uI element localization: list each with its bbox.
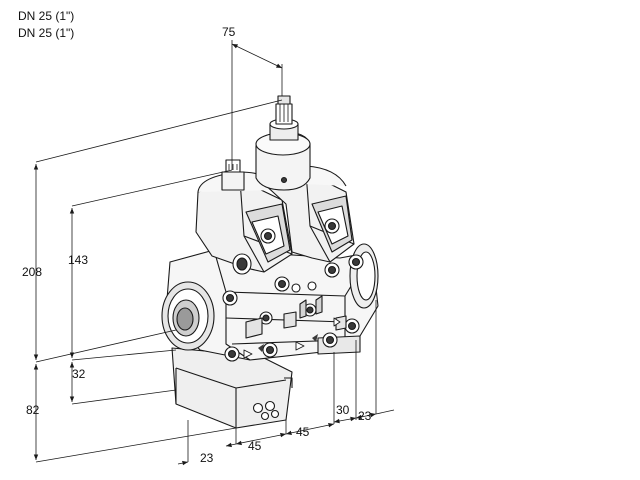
dim-side-depth-label: 30 — [336, 403, 350, 417]
dimension-lines — [33, 40, 395, 466]
dim-upper-height-label: 143 — [68, 253, 88, 267]
dim-side-offset-label: 23 — [358, 409, 372, 423]
fastening-screws — [222, 254, 364, 362]
valve-assembly — [161, 95, 379, 429]
indicator-marks — [258, 334, 318, 352]
dim-spacing-left-label: 45 — [248, 439, 262, 453]
outlet-port-right — [349, 243, 379, 309]
dim-lower-offset-label: 32 — [72, 367, 86, 381]
flow-direction-arrows — [243, 317, 341, 359]
inlet-port-left — [161, 281, 215, 351]
adjust-knob-left — [221, 159, 245, 191]
regulator-tower — [255, 95, 311, 191]
dim-base-height-label: 82 — [26, 403, 40, 417]
dim-spacing-right-label: 45 — [296, 425, 310, 439]
header-size-label-2: DN 25 (1") — [18, 26, 75, 40]
dim-front-offset-label: 23 — [200, 451, 214, 465]
test-nipples — [245, 295, 347, 339]
dim-top-width-label: 75 — [222, 25, 236, 39]
header-size-label-1: DN 25 (1") — [18, 9, 75, 23]
dim-overall-height-label: 208 — [22, 265, 42, 279]
